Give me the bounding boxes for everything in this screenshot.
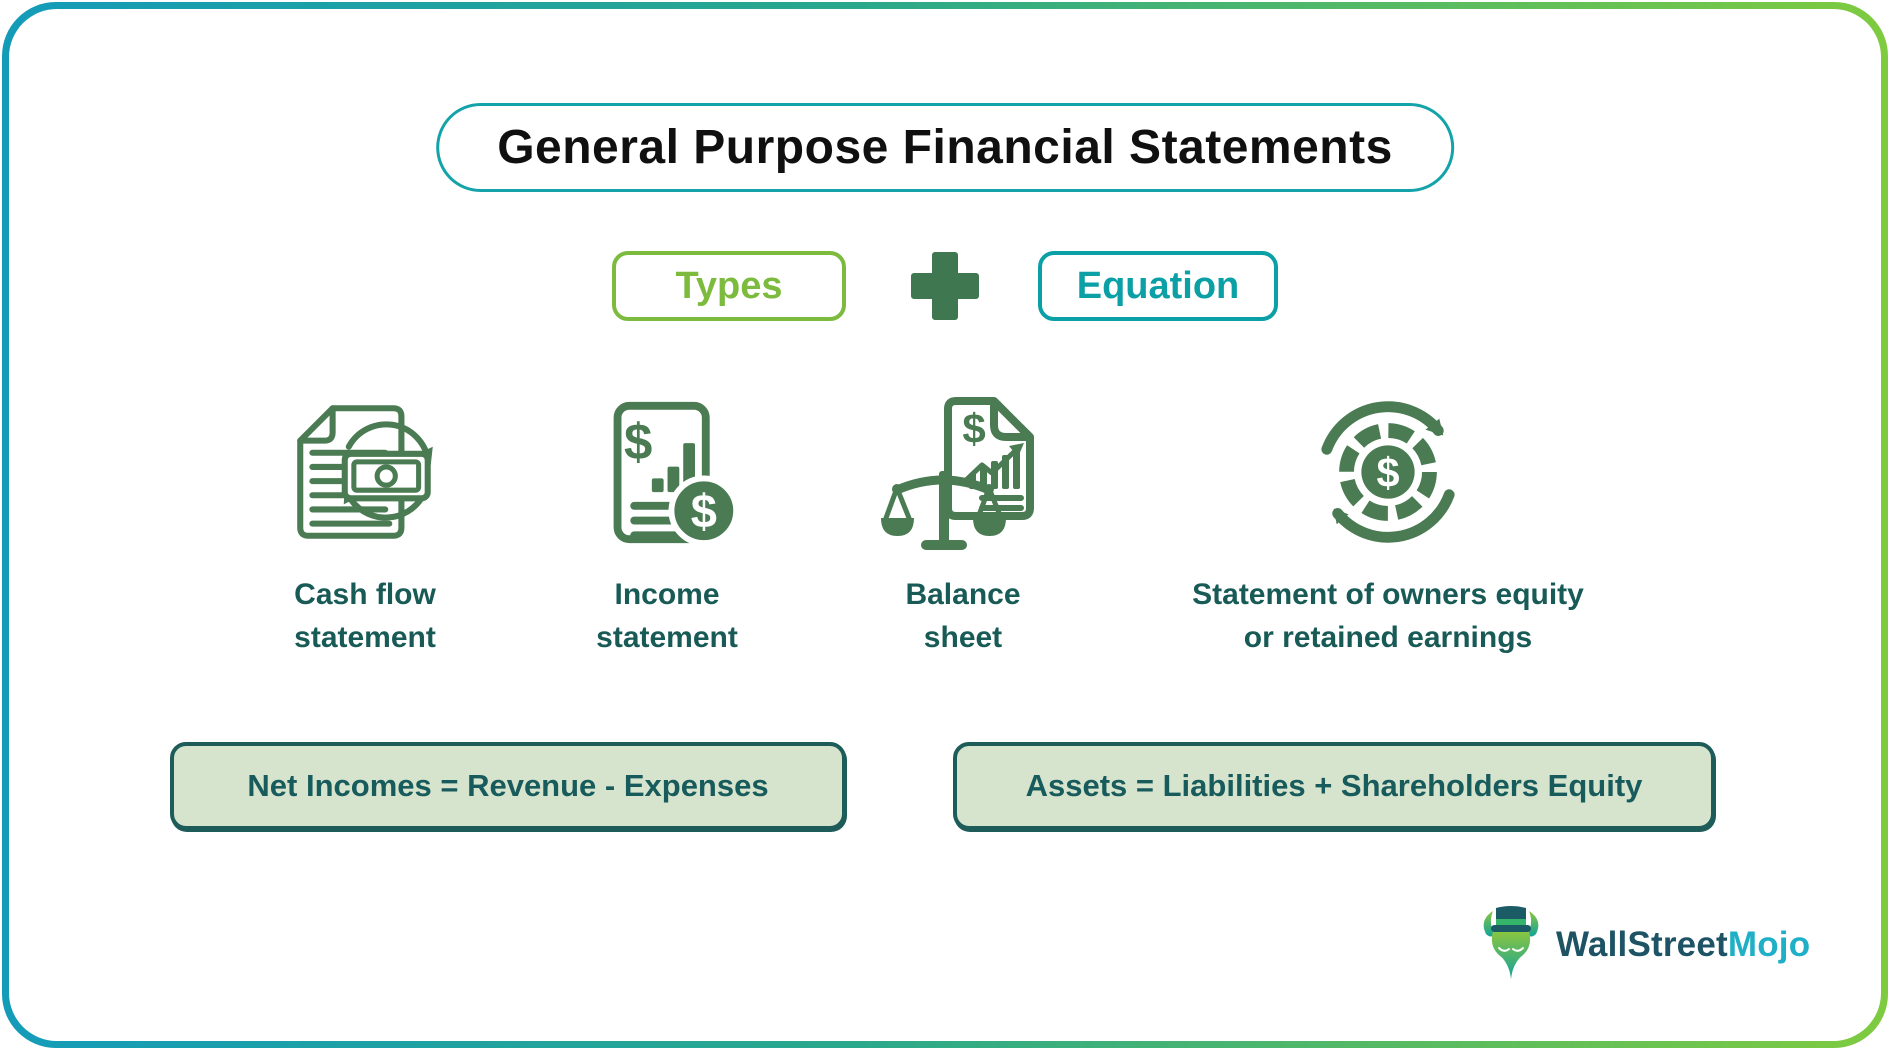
equation-badge: Equation [1038, 251, 1278, 321]
label-line: Statement of owners equity [1192, 578, 1584, 611]
label-line: statement [596, 620, 738, 654]
types-badge: Types [612, 251, 846, 321]
label-line: sheet [923, 620, 1003, 654]
svg-text:$: $ [624, 413, 652, 470]
net-income-equation-box: Net Incomes = Revenue - Expenses [170, 742, 846, 830]
accounting-equation-box: Assets = Liabilities + Shareholders Equi… [953, 742, 1715, 830]
cash-flow-document-icon [280, 396, 452, 548]
cash-flow-statement-label: Cash flow statement [294, 574, 436, 659]
income-statement-label: Income statement [596, 574, 738, 659]
label-line: Income [614, 578, 720, 611]
svg-text:$: $ [962, 405, 985, 452]
label-line: Cash flow [294, 578, 436, 611]
balance-sheet-scale-icon: $ [881, 393, 1051, 553]
badges-row: Types Equation [0, 249, 1890, 323]
wallstreetmojo-logo: WallStreetMojo [1480, 903, 1810, 987]
page-title: General Purpose Financial Statements [436, 103, 1454, 192]
logo-text-wallstreet: WallStreet [1556, 925, 1728, 964]
label-line: statement [294, 620, 436, 654]
logo-wordmark: WallStreetMojo [1556, 925, 1810, 965]
owners-equity-coin-cycle-icon: $ [1314, 398, 1462, 546]
label-line: or retained earnings [1243, 620, 1533, 654]
logo-text-mojo: Mojo [1727, 925, 1811, 964]
bull-top-hat-icon [1480, 904, 1542, 986]
income-statement-document-icon: $ $ [591, 398, 748, 548]
balance-sheet-label: Balance sheet [905, 574, 1020, 659]
label-line: Balance [905, 578, 1021, 611]
plus-icon [908, 249, 982, 323]
svg-text:$: $ [1376, 449, 1399, 496]
svg-text:$: $ [691, 484, 717, 537]
owners-equity-label: Statement of owners equity or retained e… [1192, 574, 1584, 659]
